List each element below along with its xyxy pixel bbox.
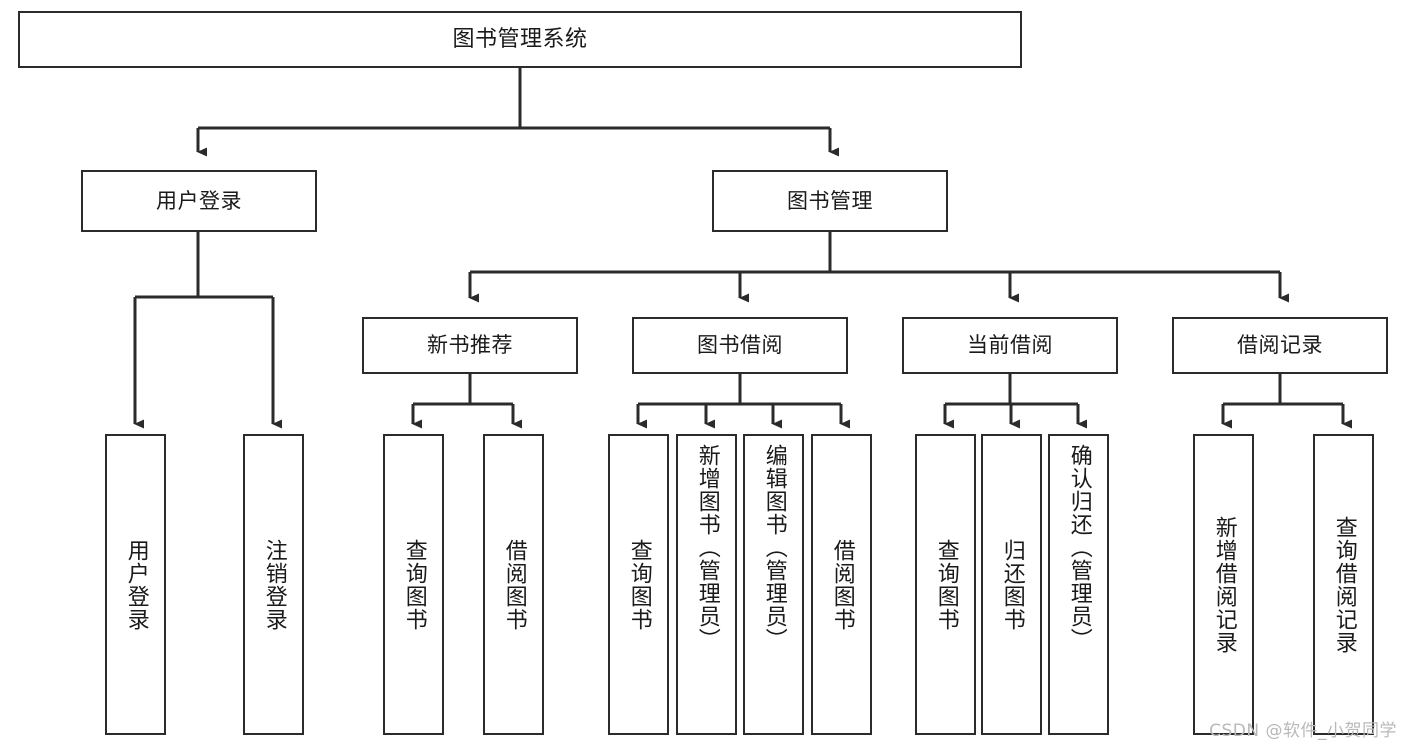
node-borrow-record[interactable]: 借阅记录: [1172, 317, 1388, 374]
node-leaf-query-record[interactable]: 查询借阅记录: [1313, 434, 1374, 735]
node-root-label: 图书管理系统: [452, 26, 588, 52]
node-leaf-logout[interactable]: 注销登录: [243, 434, 304, 735]
node-user-login-label: 用户登录: [156, 188, 242, 213]
node-leaf-edit-book-label: 编辑图书（管理员）: [761, 444, 787, 651]
node-leaf-user-login[interactable]: 用户登录: [105, 434, 166, 735]
node-leaf-borrow-book-2[interactable]: 借阅图书: [811, 434, 872, 735]
node-current-borrow-label: 当前借阅: [967, 333, 1053, 358]
node-borrow-record-label: 借阅记录: [1237, 333, 1323, 358]
node-leaf-edit-book[interactable]: 编辑图书（管理员）: [743, 434, 804, 735]
node-leaf-borrow-book-2-label: 借阅图书: [829, 538, 855, 631]
node-book-manage[interactable]: 图书管理: [712, 170, 948, 232]
node-leaf-return-book-label: 归还图书: [999, 538, 1025, 631]
node-user-login[interactable]: 用户登录: [81, 170, 317, 232]
watermark: CSDN @软件_小贺同学: [1209, 721, 1397, 741]
node-new-book-rec-label: 新书推荐: [427, 333, 513, 358]
node-leaf-user-login-label: 用户登录: [123, 538, 149, 631]
node-leaf-query-book-3-label: 查询图书: [933, 538, 959, 631]
node-leaf-add-book[interactable]: 新增图书（管理员）: [676, 434, 737, 735]
node-leaf-query-record-label: 查询借阅记录: [1331, 515, 1357, 654]
node-book-manage-label: 图书管理: [787, 188, 873, 213]
node-book-borrow[interactable]: 图书借阅: [632, 317, 848, 374]
node-leaf-confirm-return-label: 确认归还（管理员）: [1066, 444, 1092, 651]
node-leaf-add-record-label: 新增借阅记录: [1211, 515, 1237, 654]
node-leaf-logout-label: 注销登录: [261, 538, 287, 631]
node-leaf-confirm-return[interactable]: 确认归还（管理员）: [1048, 434, 1109, 735]
node-leaf-add-record[interactable]: 新增借阅记录: [1193, 434, 1254, 735]
node-book-borrow-label: 图书借阅: [697, 333, 783, 358]
node-leaf-query-book-1-label: 查询图书: [401, 538, 427, 631]
node-leaf-return-book[interactable]: 归还图书: [981, 434, 1042, 735]
node-leaf-query-book-3[interactable]: 查询图书: [915, 434, 976, 735]
node-current-borrow[interactable]: 当前借阅: [902, 317, 1118, 374]
node-leaf-add-book-label: 新增图书（管理员）: [694, 444, 720, 651]
node-leaf-query-book-2[interactable]: 查询图书: [608, 434, 669, 735]
node-leaf-query-book-2-label: 查询图书: [626, 538, 652, 631]
node-leaf-borrow-book-1[interactable]: 借阅图书: [483, 434, 544, 735]
node-leaf-query-book-1[interactable]: 查询图书: [383, 434, 444, 735]
node-root[interactable]: 图书管理系统: [18, 11, 1022, 68]
node-new-book-rec[interactable]: 新书推荐: [362, 317, 578, 374]
node-leaf-borrow-book-1-label: 借阅图书: [501, 538, 527, 631]
